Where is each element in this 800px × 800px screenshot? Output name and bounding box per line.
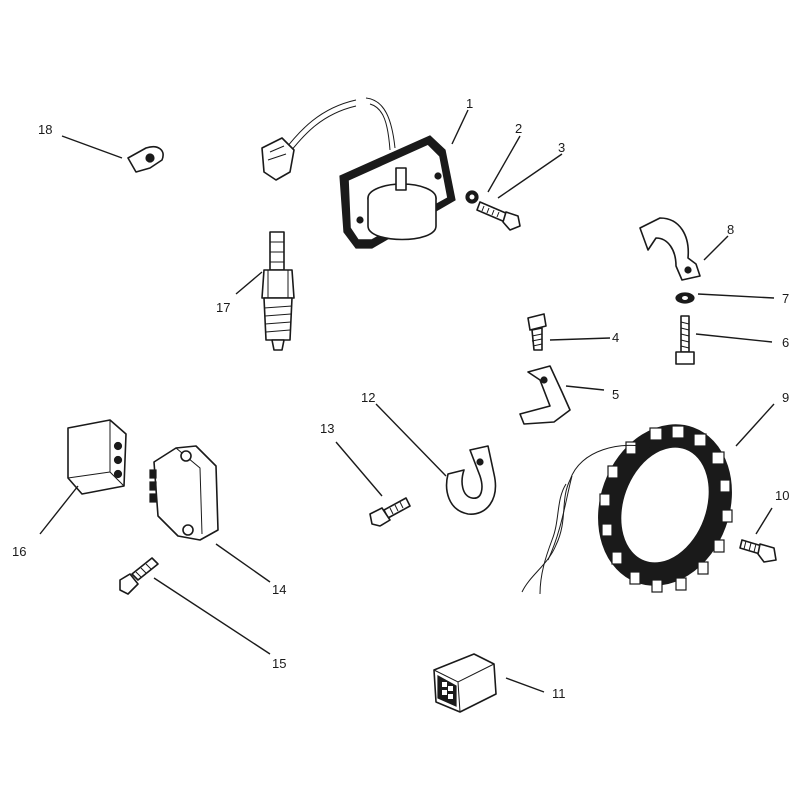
- screw-vertical: [527, 313, 547, 351]
- bolt-vertical: [675, 315, 695, 365]
- callout-8: 8: [727, 222, 734, 237]
- spark-plug: [261, 231, 295, 351]
- callout-3: 3: [558, 140, 565, 155]
- regulator: [149, 445, 219, 541]
- bolt-10: [739, 539, 777, 563]
- callout-5: 5: [612, 387, 619, 402]
- callout-7: 7: [782, 291, 789, 306]
- callout-9: 9: [782, 390, 789, 405]
- callout-17: 17: [216, 300, 230, 315]
- callout-12: 12: [361, 390, 375, 405]
- callout-10: 10: [775, 488, 789, 503]
- ignition-coil: [261, 97, 456, 249]
- stator: [521, 424, 733, 595]
- callout-18: 18: [38, 122, 52, 137]
- clamp: [445, 445, 497, 515]
- callout-15: 15: [272, 656, 286, 671]
- washer: [465, 190, 479, 204]
- bolt-13: [369, 497, 411, 527]
- leader-lines: [39, 109, 775, 693]
- callout-2: 2: [515, 121, 522, 136]
- connector-block: [67, 419, 127, 495]
- callout-14: 14: [272, 582, 286, 597]
- callout-1: 1: [466, 96, 473, 111]
- bolt-regulator: [119, 557, 159, 595]
- coil-screw: [476, 201, 521, 231]
- callout-16: 16: [12, 544, 26, 559]
- callout-11: 11: [552, 686, 566, 701]
- bracket: [519, 365, 571, 425]
- connector-plug: [433, 653, 497, 713]
- callout-6: 6: [782, 335, 789, 350]
- washer-small: [675, 292, 695, 304]
- callout-4: 4: [612, 330, 619, 345]
- clip-large: [639, 217, 701, 281]
- clip-small: [127, 145, 164, 173]
- callout-13: 13: [320, 421, 334, 436]
- callout-labels: 1 2 3 4 5 6 7 8 9 10 11 12 13 14 15 16 1…: [12, 96, 789, 701]
